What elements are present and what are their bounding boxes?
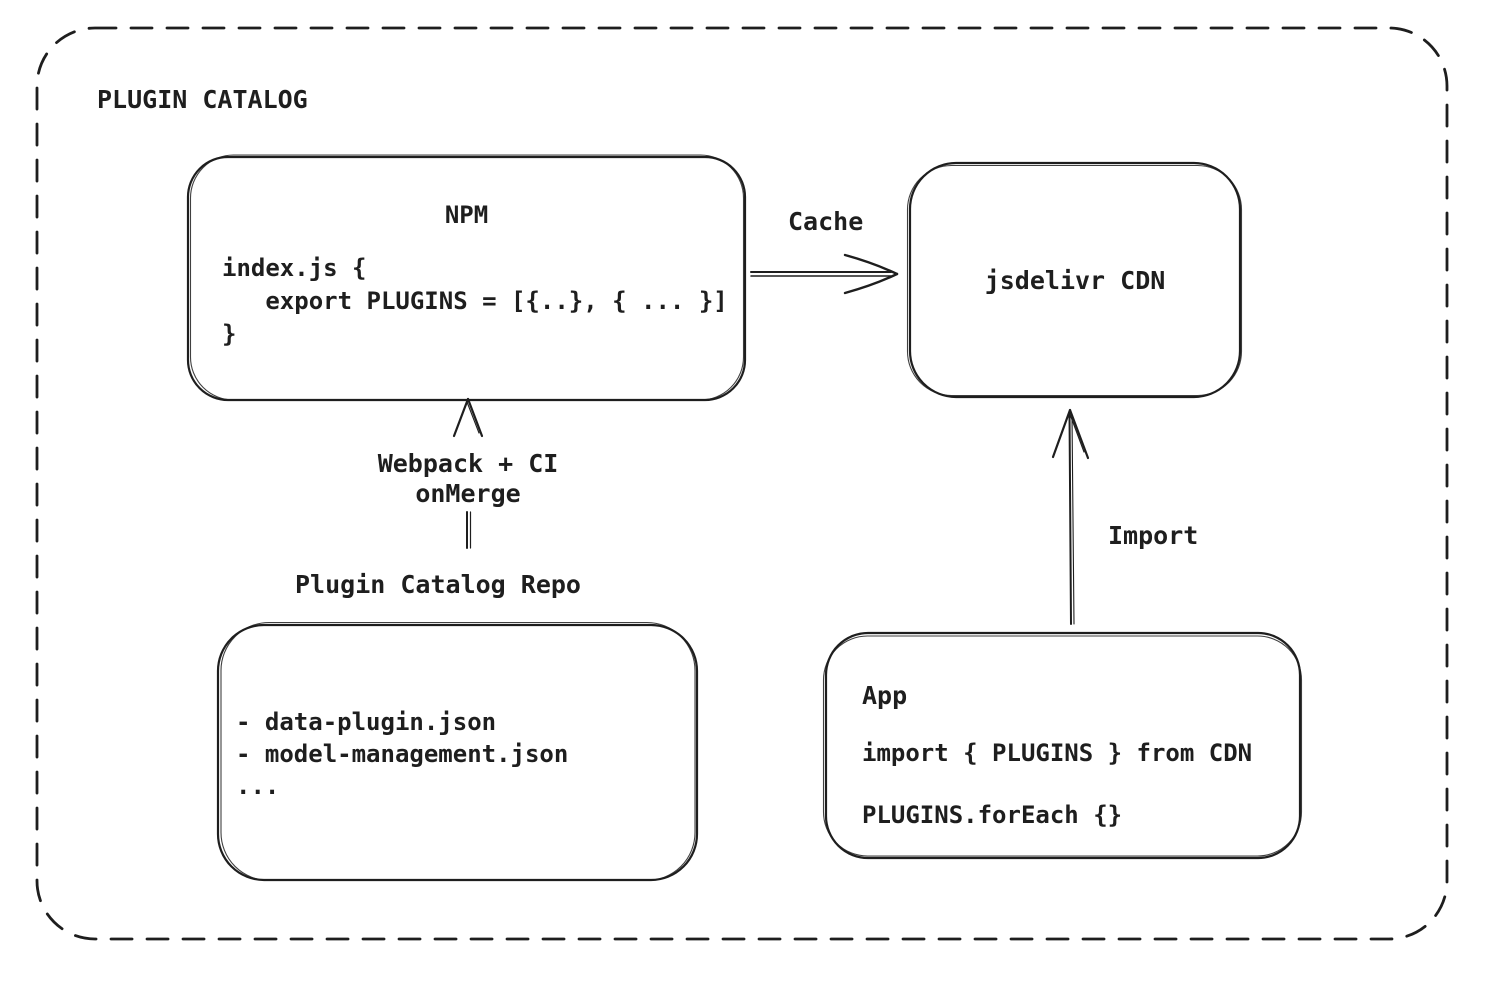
build-edge-label: Webpack + CI onMerge	[377, 449, 559, 508]
cache-edge-label: Cache	[788, 207, 864, 236]
npm-node-title: NPM	[444, 201, 489, 229]
app-node-foreach-line: PLUGINS.forEach {}	[862, 801, 1123, 829]
catalog-boundary-outline	[35, 26, 1449, 941]
cdn-box-outline	[906, 161, 1243, 399]
import-edge-label: Import	[1108, 521, 1199, 550]
app-node-title: App	[862, 681, 908, 710]
import-arrow	[1051, 408, 1090, 625]
repo-node-files: - data-plugin.json - model-management.js…	[236, 708, 569, 800]
npm-node-code: index.js { export PLUGINS = [{..}, { ...…	[222, 254, 728, 348]
app-node-import-line: import { PLUGINS } from CDN	[862, 739, 1253, 767]
repo-box-outline	[216, 621, 699, 882]
cache-arrow	[750, 253, 899, 295]
webpack-arrow	[452, 397, 484, 549]
app-box-outline	[822, 631, 1303, 860]
repo-node-label: Plugin Catalog Repo	[295, 570, 581, 599]
cdn-node-label: jsdelivr CDN	[984, 266, 1166, 295]
diagram-title: PLUGIN CATALOG	[97, 85, 308, 114]
